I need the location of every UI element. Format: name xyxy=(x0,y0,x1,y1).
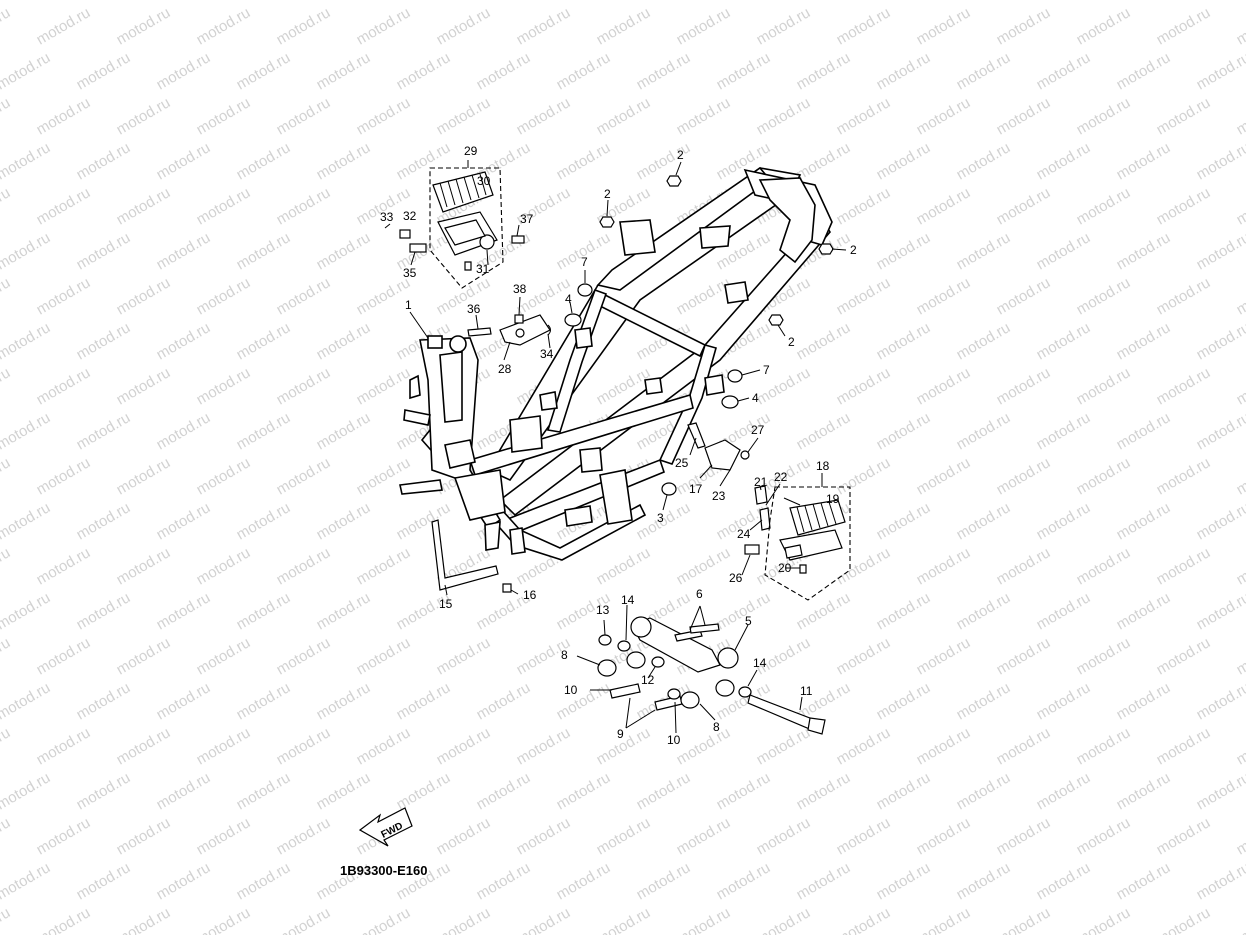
callout-14a: 14 xyxy=(621,593,635,607)
callout-34: 34 xyxy=(540,347,554,361)
callout-37: 37 xyxy=(520,212,534,226)
frame-assembly xyxy=(399,166,833,561)
callout-13: 13 xyxy=(596,603,610,617)
callout-2c: 2 xyxy=(850,243,857,257)
callout-33: 33 xyxy=(380,210,394,224)
callout-8b: 8 xyxy=(713,720,720,734)
callout-labels: 1 2 2 2 2 3 4 4 5 6 7 7 8 8 9 10 10 11 1… xyxy=(380,144,857,747)
bolt-16 xyxy=(502,583,512,593)
callout-3: 3 xyxy=(657,511,664,525)
callout-2a: 2 xyxy=(677,148,684,162)
callout-22: 22 xyxy=(774,470,788,484)
engine-mount-assembly xyxy=(597,616,826,735)
callout-36: 36 xyxy=(467,302,481,316)
callout-25: 25 xyxy=(675,456,689,470)
footrest-bracket-left xyxy=(437,211,498,256)
callout-5: 5 xyxy=(745,614,752,628)
callout-11: 11 xyxy=(800,684,813,698)
callout-9: 9 xyxy=(617,727,624,741)
fwd-arrow-icon: FWD xyxy=(358,807,413,847)
callout-1: 1 xyxy=(405,298,412,312)
footrest-rubber-left xyxy=(432,171,494,213)
callout-17: 17 xyxy=(689,482,703,496)
group-outline-18 xyxy=(764,486,851,601)
stand-bracket xyxy=(661,422,771,555)
callout-20: 20 xyxy=(778,561,792,575)
callout-32: 32 xyxy=(403,209,417,223)
callout-23: 23 xyxy=(712,489,726,503)
leader-lines xyxy=(409,161,847,734)
callout-4a: 4 xyxy=(565,292,572,306)
callout-4b: 4 xyxy=(752,391,759,405)
footrest-bracket-right xyxy=(779,529,843,574)
callout-16: 16 xyxy=(523,588,537,602)
callout-30: 30 xyxy=(477,174,491,188)
callout-14b: 14 xyxy=(753,656,767,670)
callout-27: 27 xyxy=(751,423,765,437)
callout-10b: 10 xyxy=(667,733,681,747)
callout-31: 31 xyxy=(476,262,490,276)
callout-7b: 7 xyxy=(763,363,770,377)
callout-26: 26 xyxy=(729,571,743,585)
callout-10a: 10 xyxy=(564,683,578,697)
callout-7a: 7 xyxy=(581,255,588,269)
diagram-code: 1B93300-E160 xyxy=(340,863,427,878)
callout-24: 24 xyxy=(737,527,751,541)
nuts-and-dampers xyxy=(564,175,834,409)
callout-2b: 2 xyxy=(604,187,611,201)
footrest-rubber-right xyxy=(789,499,846,536)
callout-6: 6 xyxy=(696,587,703,601)
protector-pipe xyxy=(431,519,499,591)
callout-15: 15 xyxy=(439,597,453,611)
small-parts-left xyxy=(384,223,551,346)
group-outline-29 xyxy=(429,167,504,289)
callout-19: 19 xyxy=(826,492,840,506)
callout-28: 28 xyxy=(498,362,512,376)
callout-38: 38 xyxy=(513,282,527,296)
callout-35: 35 xyxy=(403,266,417,280)
callout-2d: 2 xyxy=(788,335,795,349)
callout-18: 18 xyxy=(816,459,830,473)
callout-29: 29 xyxy=(464,144,478,158)
callout-8a: 8 xyxy=(561,648,568,662)
callout-21: 21 xyxy=(754,475,768,489)
callout-12: 12 xyxy=(641,673,655,687)
